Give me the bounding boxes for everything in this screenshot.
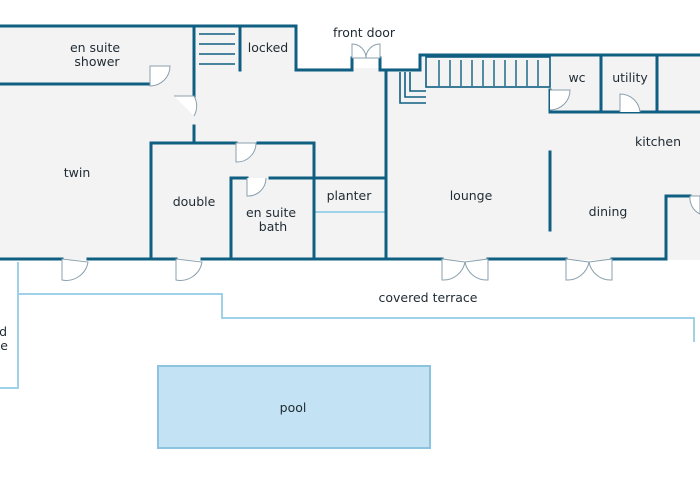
covered-terrace-outline [0, 211, 695, 389]
pool-shape [157, 365, 431, 449]
label-covered-terrace: covered terrace [379, 290, 478, 305]
label-pool: pool [280, 400, 307, 415]
label-wc: wc [568, 70, 585, 85]
floor-areas [0, 26, 700, 260]
label-en-suite-shower: en suite shower [70, 40, 124, 69]
label-kitchen: kitchen [635, 134, 681, 149]
label-front-door: front door [333, 25, 396, 40]
floor-corridor [195, 68, 385, 260]
room-labels: en suite shower locked front door wc uti… [0, 25, 681, 415]
label-en-suite-bath: en suite bath [246, 205, 300, 234]
label-planter: planter [327, 188, 373, 203]
label-utility: utility [612, 70, 648, 85]
stairs [199, 33, 551, 104]
label-double: double [173, 194, 216, 209]
label-covered-terrace-left: ed e [0, 324, 11, 353]
label-locked: locked [248, 40, 288, 55]
walls [0, 24, 700, 261]
label-lounge: lounge [450, 188, 493, 203]
doors [61, 43, 700, 281]
label-twin: twin [64, 165, 91, 180]
label-dining: dining [589, 204, 628, 219]
